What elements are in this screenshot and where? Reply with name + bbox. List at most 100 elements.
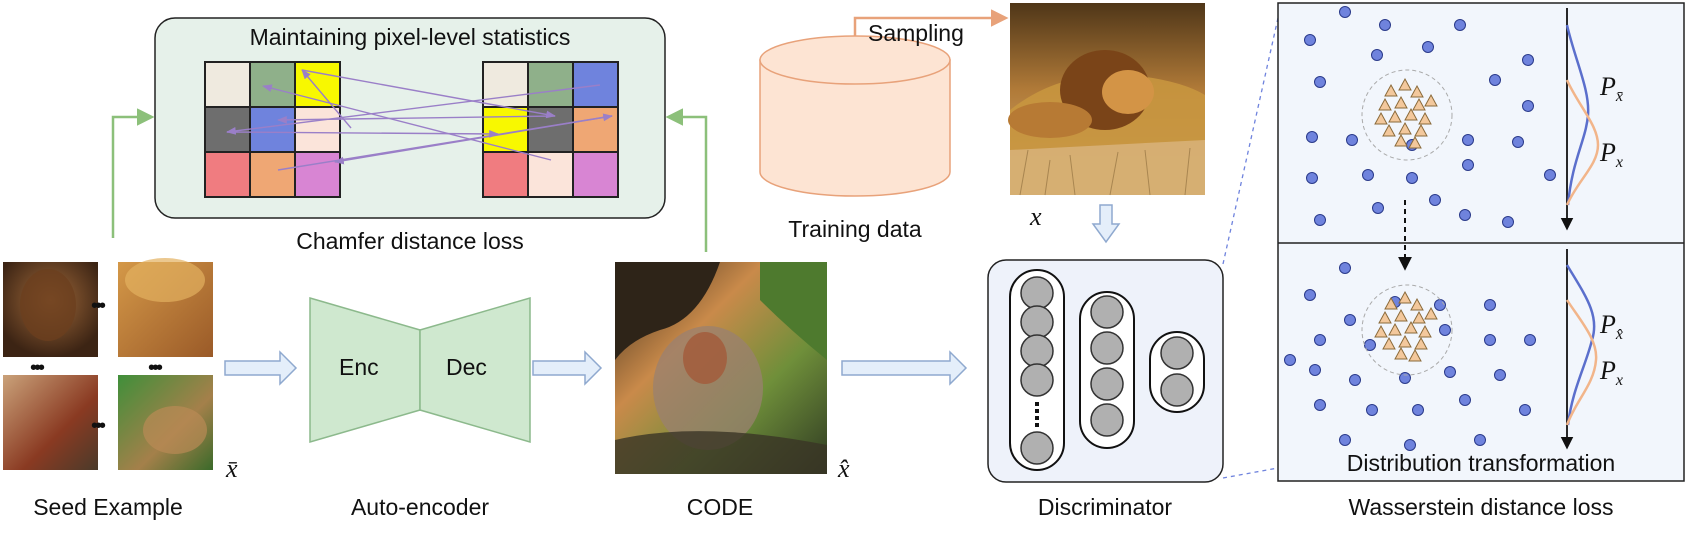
distribution-point <box>1344 314 1356 326</box>
generated-sample <box>1398 121 1412 135</box>
p-seed-label: Px̄ <box>1600 72 1623 106</box>
distribution-point <box>1439 324 1451 336</box>
target-region <box>1361 69 1453 161</box>
decoder-label: Dec <box>446 354 487 380</box>
training-data-cylinder-icon <box>759 35 951 197</box>
distribution-point <box>1512 136 1524 148</box>
distribution-point <box>1314 214 1326 226</box>
distribution-point <box>1522 100 1534 112</box>
match-arrow <box>301 69 556 119</box>
match-arrow <box>226 84 601 135</box>
wasserstein-label: Wasserstein distance loss <box>1348 494 1614 520</box>
pixel-cell <box>572 151 619 198</box>
distribution-point <box>1522 54 1534 66</box>
distribution-point <box>1379 19 1391 31</box>
pixel-cell <box>249 106 296 153</box>
generated-sample <box>1394 308 1408 322</box>
seed-dots-right: ••• <box>91 415 106 437</box>
generated-sample <box>1414 123 1428 137</box>
generated-sample <box>1412 97 1426 111</box>
pixel-cell <box>572 61 619 108</box>
encoder-label: Enc <box>339 354 379 380</box>
pixel-matching-arrows <box>226 69 613 171</box>
sampling-arrow <box>853 9 1009 36</box>
zoom-connector <box>1222 17 1279 265</box>
generated-sample <box>1410 297 1424 311</box>
distribution-point <box>1306 172 1318 184</box>
discriminator-label: Discriminator <box>1037 494 1173 520</box>
pixel-cell <box>482 106 529 153</box>
distribution-point <box>1314 334 1326 346</box>
distribution-point <box>1304 34 1316 46</box>
distribution-point <box>1462 159 1474 171</box>
pixel-cell <box>249 151 296 198</box>
generated-sample <box>1398 77 1412 91</box>
distribution-point <box>1484 299 1496 311</box>
distribution-point <box>1339 434 1351 446</box>
p-real-label-top: Px <box>1600 138 1623 172</box>
generated-sample <box>1424 306 1438 320</box>
autoencoder-shape <box>309 297 531 443</box>
generated-sample <box>1418 324 1432 338</box>
sampling-label: Sampling <box>868 20 964 46</box>
distribution-point <box>1459 394 1471 406</box>
distribution-point <box>1519 404 1531 416</box>
distribution-point <box>1364 339 1376 351</box>
distribution-point <box>1339 6 1351 18</box>
flow-arrow <box>532 350 603 386</box>
generated-sample <box>1384 83 1398 97</box>
real-image-symbol: x <box>1030 202 1042 231</box>
distribution-point <box>1309 364 1321 376</box>
distribution-point <box>1399 372 1411 384</box>
generated-sample <box>1388 322 1402 336</box>
generated-sample <box>1378 310 1392 324</box>
pixel-cell <box>572 106 619 153</box>
generated-sample <box>1394 95 1408 109</box>
flow-arrows <box>224 350 968 386</box>
pixel-cell <box>527 61 574 108</box>
match-arrow <box>334 115 613 165</box>
pixel-cell <box>527 151 574 198</box>
distribution-point <box>1371 49 1383 61</box>
generated-sample <box>1418 111 1432 125</box>
distribution-point <box>1304 289 1316 301</box>
seed-example-images <box>3 258 213 470</box>
distribution-point <box>1306 131 1318 143</box>
p-real-label-bottom: Px <box>1600 356 1623 390</box>
distribution-point <box>1422 41 1434 53</box>
pixel-cell <box>204 61 251 108</box>
generated-sample <box>1414 336 1428 350</box>
flow-arrow <box>224 350 298 386</box>
seed-dots-right: ••• <box>91 295 106 317</box>
distribution-point <box>1459 209 1471 221</box>
target-region <box>1361 284 1453 376</box>
density-curve-real <box>1565 79 1600 206</box>
pixel-cell <box>204 151 251 198</box>
pixel-cell <box>249 61 296 108</box>
discriminator-network <box>1009 269 1205 471</box>
distribution-points-bottom <box>1284 262 1536 451</box>
distribution-point <box>1349 374 1361 386</box>
code-label: CODE <box>686 494 754 520</box>
seed-dots-below: ••• <box>30 357 45 379</box>
generated-sample <box>1408 348 1422 362</box>
seed-symbol: x̄ <box>226 454 238 483</box>
density-curve-real <box>1565 299 1598 426</box>
generated-sample <box>1374 111 1388 125</box>
generated-sample <box>1408 135 1422 149</box>
match-arrow <box>301 69 352 129</box>
generated-sample <box>1404 320 1418 334</box>
distribution-point <box>1314 399 1326 411</box>
generated-sample <box>1404 107 1418 121</box>
generated-sample <box>1412 310 1426 324</box>
generated-sample <box>1398 290 1412 304</box>
wasserstein-panel <box>1277 2 1685 482</box>
distribution-point <box>1284 354 1296 366</box>
distribution-point <box>1404 439 1416 451</box>
generated-sample <box>1382 336 1396 350</box>
distribution-point <box>1484 334 1496 346</box>
feedback-arrow-left <box>111 108 155 238</box>
autoencoder-label: Auto-encoder <box>350 494 490 520</box>
seed-thumbnail <box>3 375 98 470</box>
